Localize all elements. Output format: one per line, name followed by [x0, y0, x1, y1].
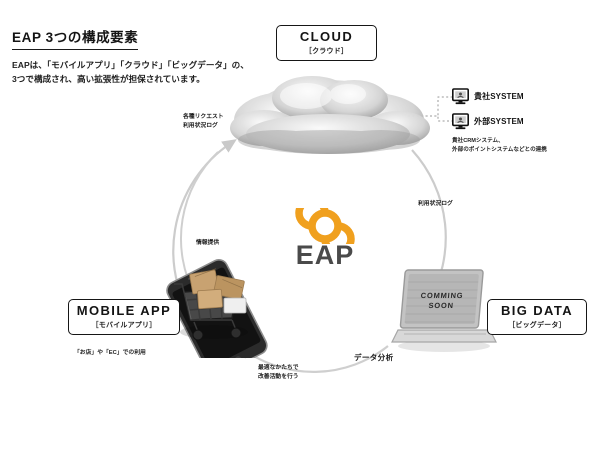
system-row[interactable]: 貴社SYSTEM [452, 86, 600, 107]
node-big-data-subtitle: ［ビッグデータ］ [508, 322, 566, 330]
node-cloud-title: CLOUD [299, 28, 354, 44]
node-mobile-app-title: MOBILE APP [76, 302, 172, 318]
external-systems-group: 貴社SYSTEM 外部SYSTEM 貴社CRMシステム、 外部のポイントシステム… [452, 86, 600, 154]
node-cloud[interactable]: CLOUD ［クラウド］ [276, 25, 377, 61]
monitor-icon [452, 88, 469, 105]
page-title: EAP 3つの構成要素 [12, 26, 139, 50]
subtitle-line-1: EAPは、「モバイルアプリ」「クラウド」「ビッグデータ」の、 [12, 60, 249, 70]
caption-requests-line-1: 各種リクエスト [183, 114, 224, 120]
system-row[interactable]: 外部SYSTEM [452, 111, 600, 132]
caption-improve-line-2: 改善活動を行う [258, 374, 299, 381]
infinity-icon [295, 208, 355, 244]
caption-requests: 各種リクエスト 利用状況ログ [183, 113, 224, 132]
node-big-data[interactable]: BIG DATA ［ビッグデータ］ [487, 299, 587, 335]
laptop-screen-line-1: COMMING [420, 291, 463, 300]
heading-block: EAP 3つの構成要素 EAPは、「モバイルアプリ」「クラウド」「ビッグデータ」… [12, 26, 262, 87]
laptop-screen-line-2: SOON [428, 301, 454, 310]
node-mobile-app-subtitle: ［モバイルアプリ］ [91, 322, 157, 330]
node-big-data-title: BIG DATA [500, 302, 574, 318]
systems-note-line-1: 貴社CRMシステム、 [452, 138, 504, 144]
caption-usage-log: 利用状況ログ [418, 201, 453, 207]
cloud-illustration [230, 76, 430, 154]
systems-note: 貴社CRMシステム、 外部のポイントシステムなどとの連携 [452, 137, 600, 154]
page-subtitle: EAPは、「モバイルアプリ」「クラウド」「ビッグデータ」の、 3つで構成され、高… [12, 59, 262, 87]
systems-note-line-2: 外部のポイントシステムなどとの連携 [452, 146, 547, 153]
monitor-icon [452, 113, 469, 130]
eap-logo: EAP [275, 208, 375, 269]
system-label: 貴社SYSTEM [474, 92, 524, 101]
node-cloud-subtitle: ［クラウド］ [304, 48, 349, 56]
caption-improve-line-1: 最適なかたちで [258, 365, 299, 371]
caption-info-provide: 情報提供 [196, 240, 220, 246]
system-label: 外部SYSTEM [474, 117, 524, 126]
caption-data-analysis: データ分析 [354, 353, 394, 362]
caption-improve: 最適なかたちで 改善活動を行う [258, 364, 299, 383]
node-mobile-app[interactable]: MOBILE APP ［モバイルアプリ］ [68, 299, 180, 335]
caption-store-ec: 「お店」や「EC」での利用 [74, 350, 146, 356]
caption-requests-line-2: 利用状況ログ [183, 123, 218, 130]
laptop-illustration: COMMING SOON [391, 269, 497, 352]
eap-wordmark: EAP [295, 240, 355, 270]
subtitle-line-2: 3つで構成され、高い拡張性が担保されています。 [12, 73, 205, 84]
